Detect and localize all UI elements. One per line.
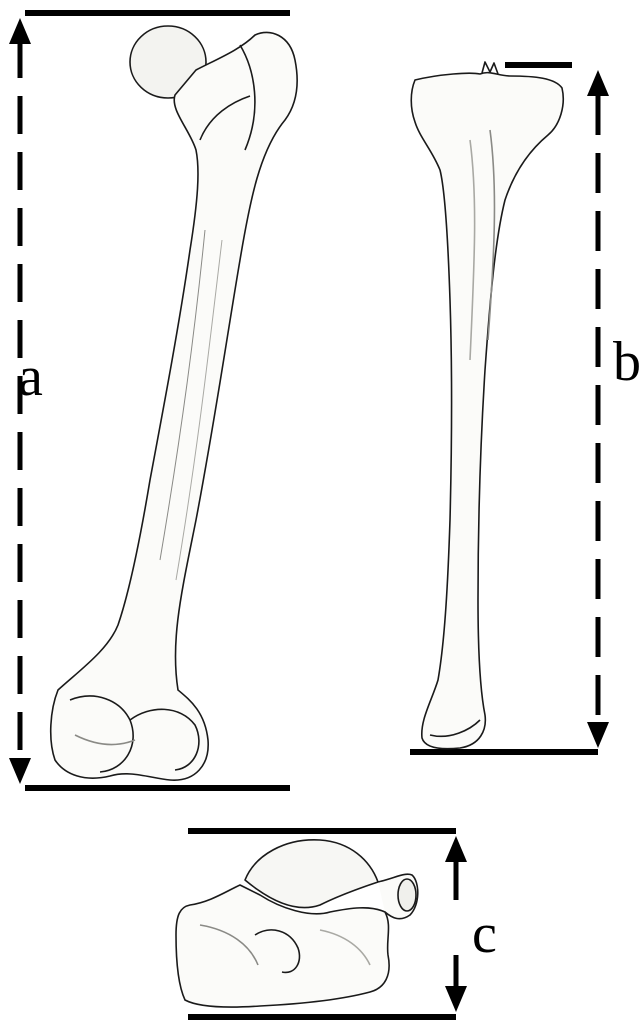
femur-icon [51,26,297,780]
label-b: b [613,331,641,393]
femur-arrow-up [9,18,31,44]
tibia-arrow-up [587,70,609,96]
talus-icon [176,840,418,1007]
tibia-icon [411,62,563,749]
femur-arrow-down [9,758,31,784]
talus-arrow-up [445,836,467,862]
label-c: c [472,903,497,965]
label-a: a [18,346,43,408]
talus-arrow-down [445,986,467,1012]
tibia-arrow-down [587,722,609,748]
